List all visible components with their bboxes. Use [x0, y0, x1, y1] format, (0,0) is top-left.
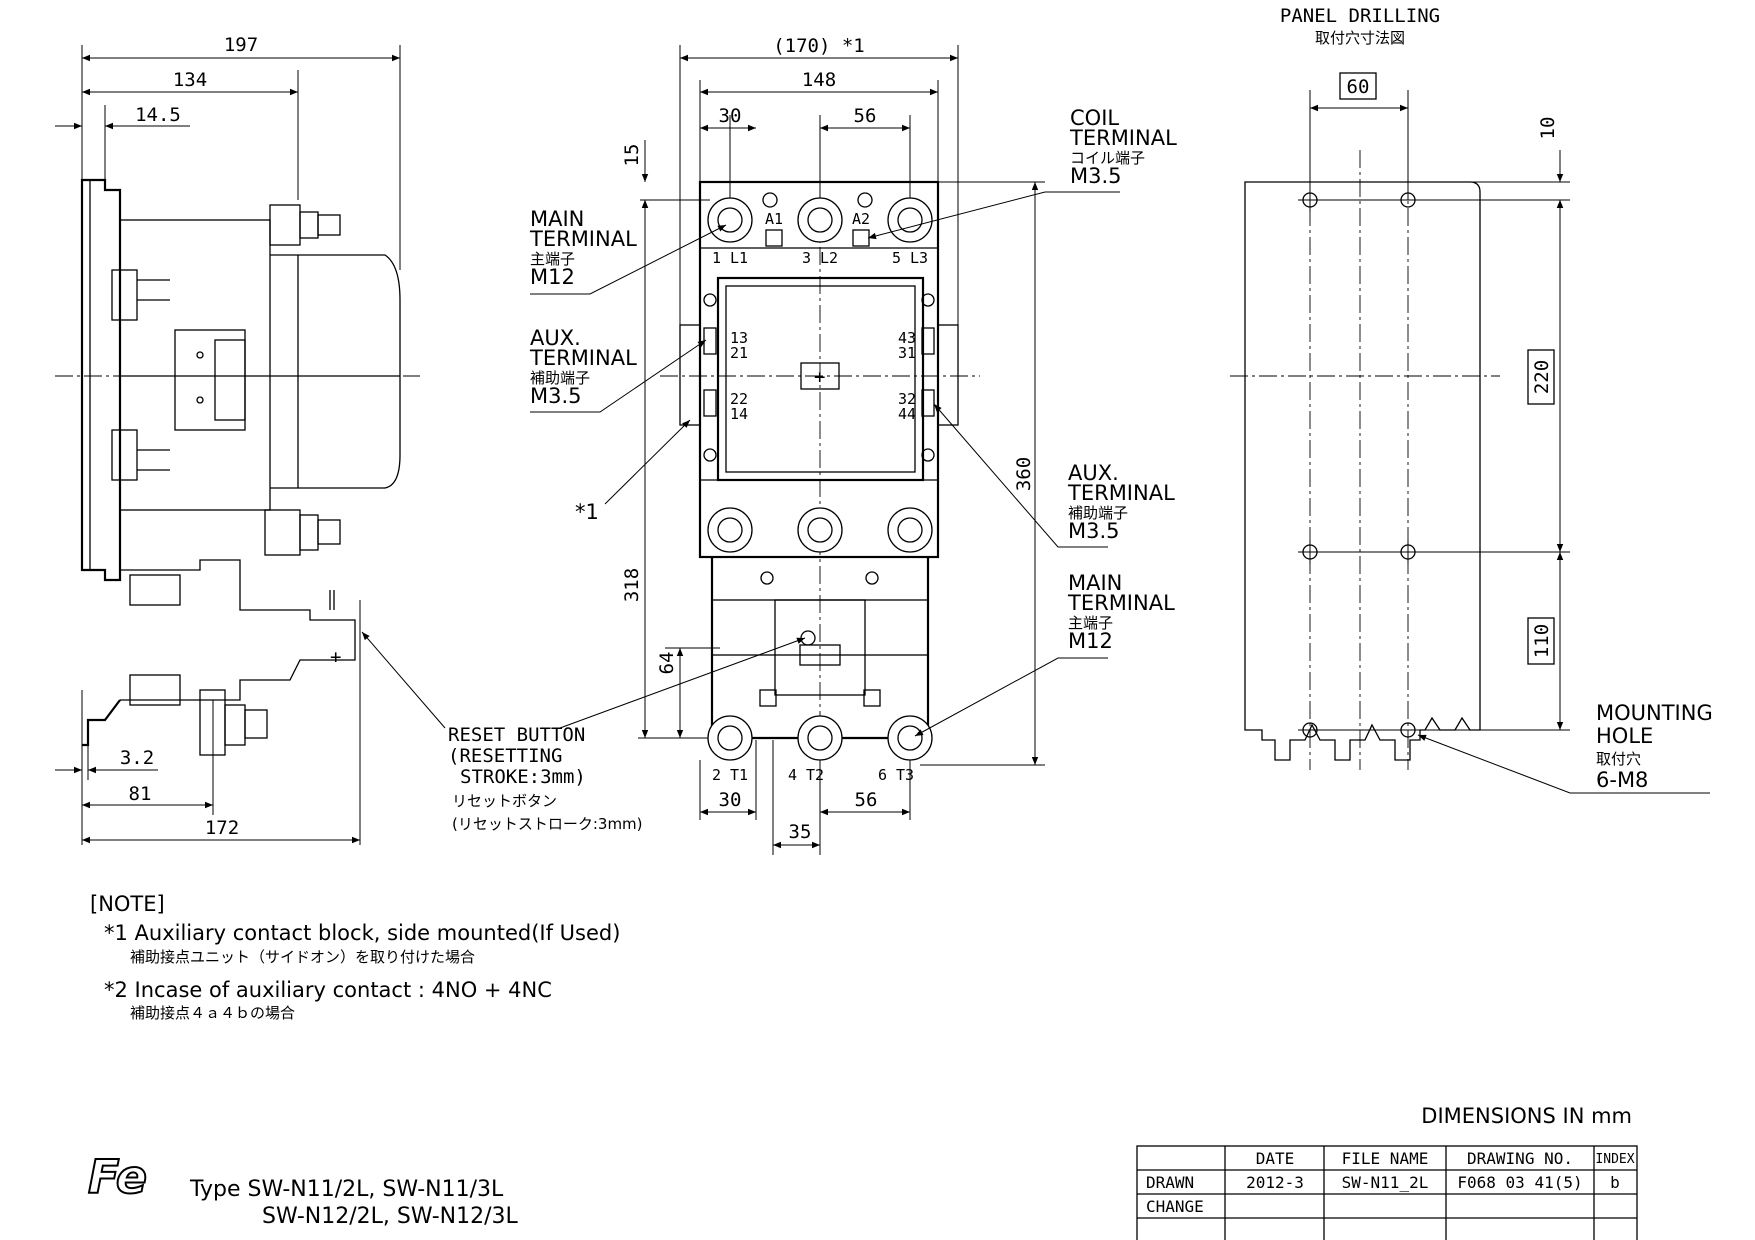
aux-terminal-right-l1: AUX.: [1068, 461, 1119, 485]
aux-31: 31: [898, 344, 916, 362]
main-terminal-bottom-l1: MAIN: [1068, 571, 1122, 595]
aux-22: 22: [730, 390, 748, 408]
note-1: *1 Auxiliary contact block, side mounted…: [104, 921, 620, 945]
coil-terminal-l4: M3.5: [1070, 164, 1122, 188]
notes: [NOTE] *1 Auxiliary contact block, side …: [90, 892, 620, 1022]
main-terminal-top-l3: 主端子: [530, 250, 575, 268]
terminal-t2: 4 T2: [788, 766, 824, 784]
dim-3-2: 3.2: [120, 747, 154, 769]
dim-30-top: 30: [719, 105, 742, 127]
tb-header-date: DATE: [1256, 1149, 1295, 1168]
dim-30-bottom: 30: [719, 789, 742, 811]
dim-56-bottom: 56: [855, 789, 878, 811]
dim-197: 197: [224, 34, 258, 56]
dim-14-5: 14.5: [135, 104, 181, 126]
dim-64: 64: [656, 652, 678, 675]
coil-terminal-l2: TERMINAL: [1069, 126, 1177, 150]
tb-drawn-index: b: [1610, 1173, 1620, 1192]
tb-drawn-file: SW-N11_2L: [1342, 1173, 1429, 1192]
aux-13: 13: [730, 329, 748, 347]
type-line-1: Type SW-N11/2L, SW-N11/3L: [189, 1177, 504, 1202]
coil-terminal-l3: コイル端子: [1070, 149, 1145, 167]
terminal-l1: 1 L1: [712, 249, 748, 267]
coil-terminal-l1: COIL: [1070, 106, 1119, 130]
aux-terminal-left-l2: TERMINAL: [529, 346, 637, 370]
reset-button-l4: リセットボタン: [452, 792, 557, 810]
aux-21: 21: [730, 344, 748, 362]
tb-drawn-number: F068 03 41(5): [1457, 1173, 1582, 1192]
terminal-l2: 3 L2: [802, 249, 838, 267]
star1-label: *1: [575, 500, 599, 524]
aux-32: 32: [898, 390, 916, 408]
main-terminal-bottom-l2: TERMINAL: [1067, 591, 1175, 615]
mounting-hole-l3: 取付穴: [1596, 750, 1641, 768]
aux-44: 44: [898, 405, 916, 423]
aux-43: 43: [898, 329, 916, 347]
tb-header-drawing-no: DRAWING NO.: [1467, 1149, 1573, 1168]
mounting-hole-l2: HOLE: [1596, 724, 1653, 748]
panel-drilling: PANEL DRILLING 取付穴寸法図: [1230, 5, 1713, 794]
main-terminal-top-l1: MAIN: [530, 207, 584, 231]
aux-14: 14: [730, 405, 748, 423]
dim-134: 134: [173, 69, 207, 91]
callouts: MAIN TERMINAL 主端子 M12 AUX. TERMINAL 補助端子…: [361, 106, 1177, 833]
coil-mark-a2: A2: [852, 210, 870, 228]
mounting-hole-l1: MOUNTING: [1596, 701, 1713, 725]
reset-button-l5: (リセットストローク:3mm): [452, 815, 643, 833]
front-view: (170) *1 148 30 56 15 360 318 64 30 35 5…: [621, 35, 1045, 855]
reset-button-l1: RESET BUTTON: [448, 724, 585, 746]
tb-header-file: FILE NAME: [1342, 1149, 1429, 1168]
title-block: DATE FILE NAME DRAWING NO. INDEX DRAWN 2…: [1136, 1145, 1638, 1240]
note-heading: [NOTE]: [90, 892, 165, 916]
terminal-l3: 5 L3: [892, 249, 928, 267]
units-label: DIMENSIONS IN mm: [1421, 1104, 1632, 1128]
mounting-holes: [1298, 188, 1420, 738]
panel-title: PANEL DRILLING: [1280, 5, 1440, 27]
dim-172: 172: [205, 817, 239, 839]
note-2: *2 Incase of auxiliary contact : 4NO + 4…: [104, 978, 552, 1002]
terminal-t3: 6 T3: [878, 766, 914, 784]
reset-button-l3: STROKE:3mm): [460, 766, 586, 788]
dim-148: 148: [802, 69, 836, 91]
main-terminal-top-l2: TERMINAL: [529, 227, 637, 251]
aux-terminal-left-l1: AUX.: [530, 326, 581, 350]
tb-row-drawn: DRAWN: [1146, 1173, 1194, 1192]
dim-15: 15: [621, 144, 643, 167]
coil-mark-a1: A1: [765, 210, 783, 228]
main-terminal-bottom-l4: M12: [1068, 629, 1113, 653]
aux-terminal-right-l4: M3.5: [1068, 519, 1120, 543]
terminal-t1: 2 T1: [712, 766, 748, 784]
aux-terminal-right-l3: 補助端子: [1068, 504, 1128, 522]
aux-terminal-right-l2: TERMINAL: [1067, 481, 1175, 505]
dim-360: 360: [1013, 457, 1035, 491]
type-line-2: SW-N12/2L, SW-N12/3L: [262, 1204, 518, 1229]
mounting-hole-l4: 6-M8: [1596, 768, 1648, 792]
reset-button-l2: (RESETTING: [448, 745, 562, 767]
brand-logo: Fe: [87, 1149, 148, 1205]
aux-terminal-left-l3: 補助端子: [530, 369, 590, 387]
main-terminal-top-l4: M12: [530, 265, 575, 289]
plus-mark: +: [330, 646, 341, 668]
dim-170: (170) *1: [773, 35, 865, 57]
dim-60: 60: [1347, 76, 1370, 98]
dim-10: 10: [1537, 117, 1559, 140]
tb-row-change: CHANGE: [1146, 1197, 1204, 1216]
note-2-jp: 補助接点４ａ４ｂの場合: [130, 1004, 295, 1022]
tb-drawn-date: 2012-3: [1246, 1173, 1304, 1192]
fe-logo: Fe: [88, 1150, 147, 1204]
dim-81: 81: [129, 783, 152, 805]
dim-56-top: 56: [854, 105, 877, 127]
side-view: 197 134 14.5 3.2 81 172: [55, 34, 420, 845]
panel-title-jp: 取付穴寸法図: [1315, 29, 1405, 47]
main-terminal-bottom-l3: 主端子: [1068, 614, 1113, 632]
dim-318: 318: [621, 568, 643, 602]
dim-35: 35: [789, 821, 812, 843]
dim-110: 110: [1531, 624, 1553, 658]
aux-terminal-left-l4: M3.5: [530, 384, 582, 408]
tb-header-index: INDEX: [1595, 1152, 1634, 1167]
dim-220: 220: [1531, 360, 1553, 394]
note-1-jp: 補助接点ユニット（サイドオン）を取り付けた場合: [130, 948, 475, 966]
center-plus: +: [814, 366, 825, 388]
